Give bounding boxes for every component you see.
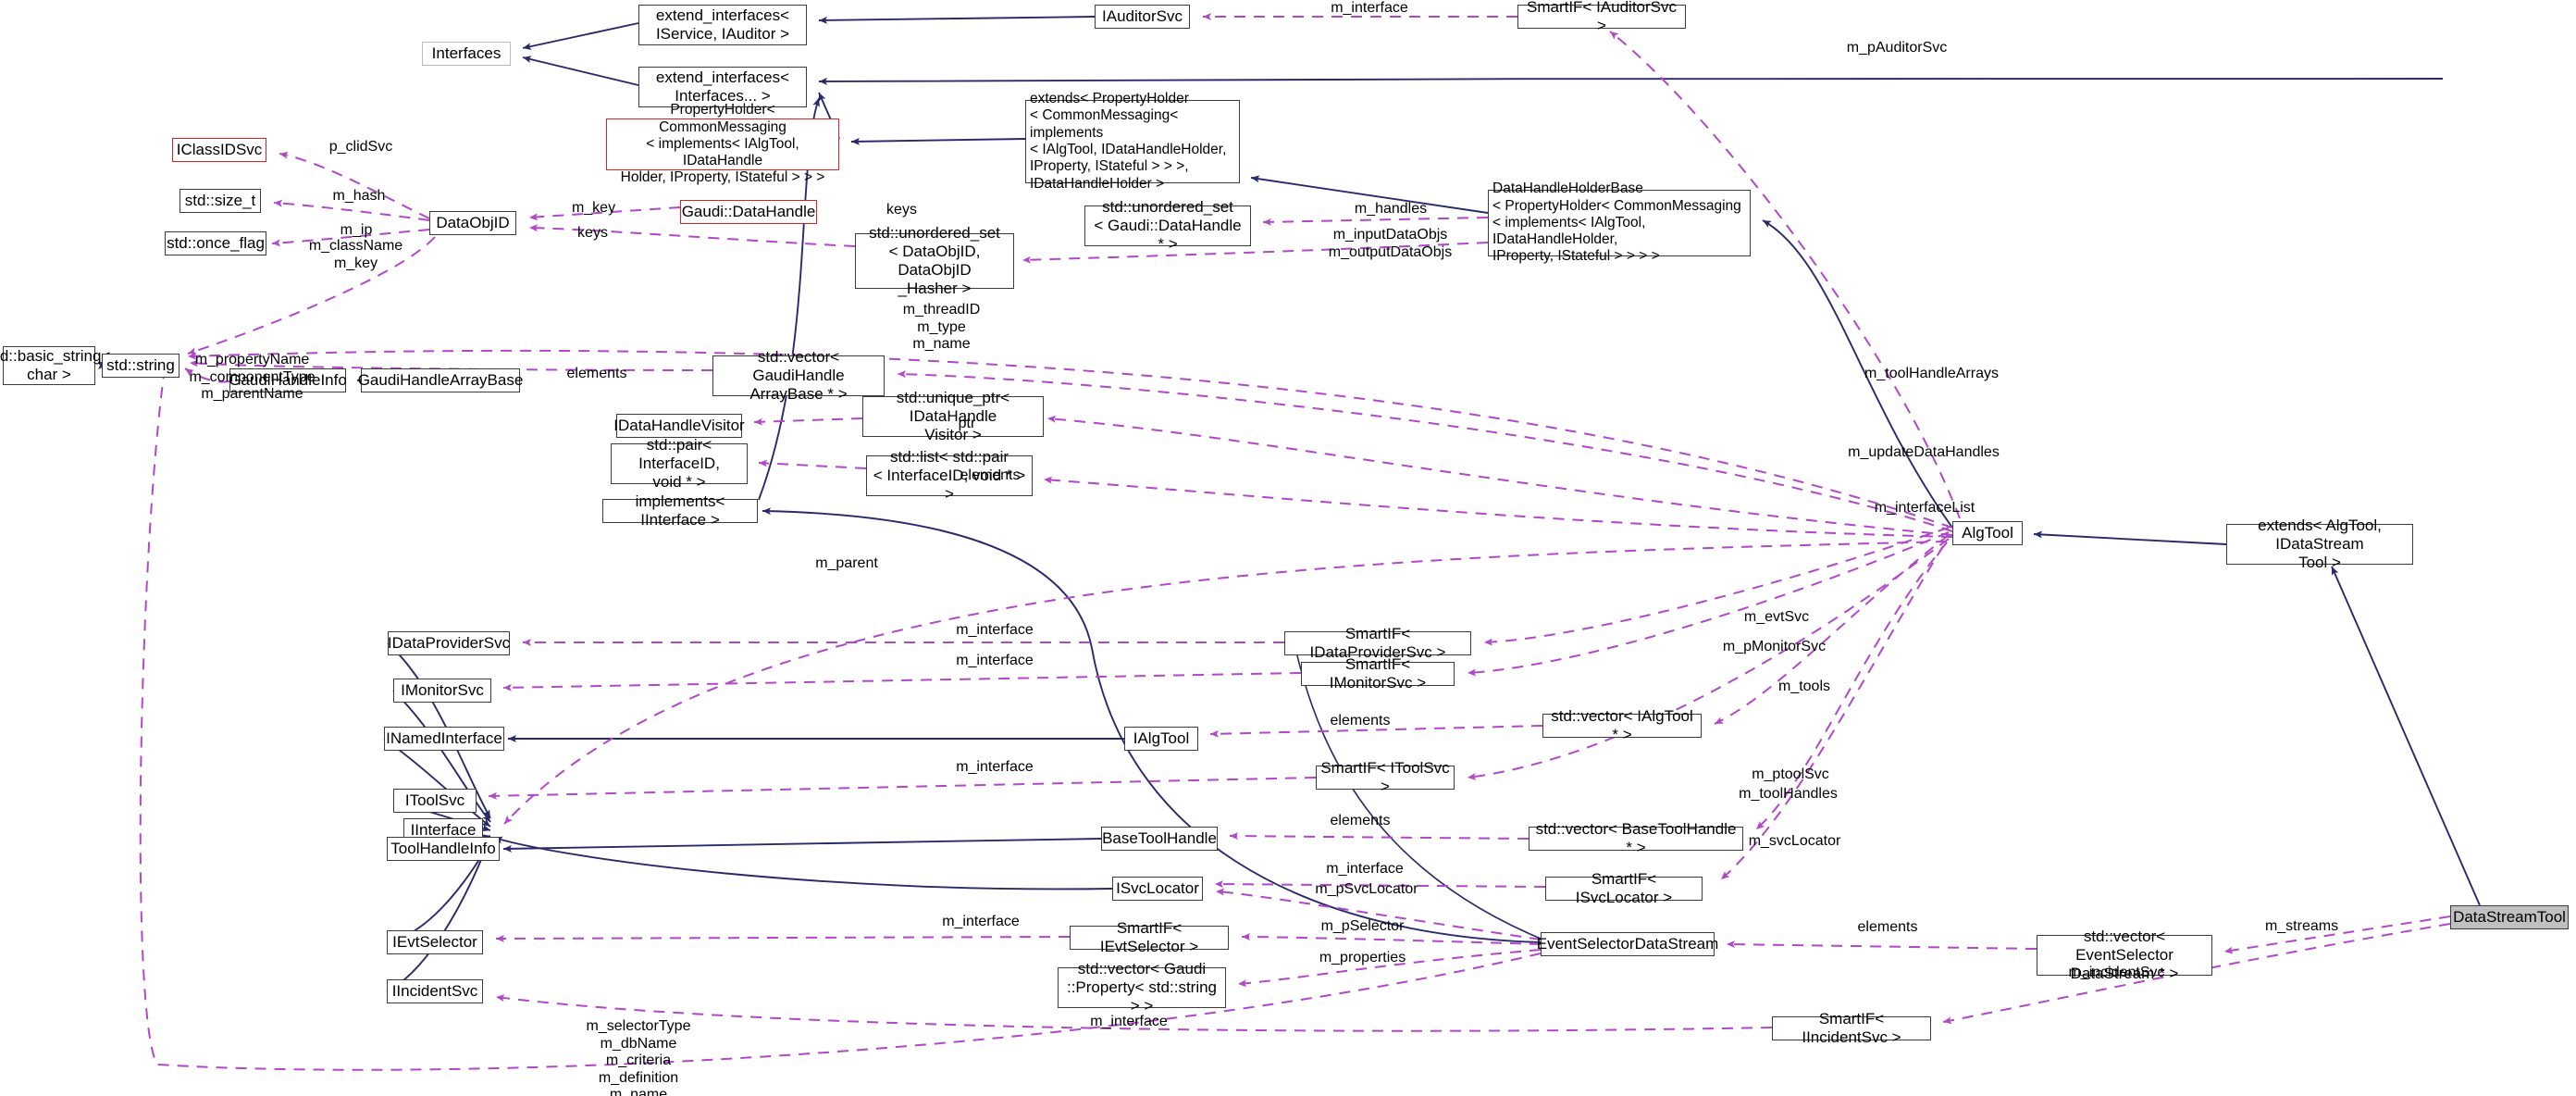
node-gaudihandlearraybase[interactable]: GaudiHandleArrayBase xyxy=(358,368,523,392)
node-smartif-ievtselector[interactable]: SmartIF< IEvtSelector > xyxy=(1070,919,1229,955)
node-gaudi-datahandle[interactable]: Gaudi::DataHandle xyxy=(680,200,817,224)
node-datastreamtool[interactable]: DataStreamTool xyxy=(2450,905,2569,929)
node-extends-propertyholder[interactable]: extends< PropertyHolder < CommonMessagin… xyxy=(1025,91,1240,192)
node-datahandleholderbase[interactable]: DataHandleHolderBase < PropertyHolder< C… xyxy=(1488,181,1751,264)
node-std-once-flag[interactable]: std::once_flag xyxy=(165,231,266,255)
edge-label-m-interface-iincidentsvc: m_interface xyxy=(1090,1014,1168,1029)
node-unordered-set-datahandle[interactable]: std::unordered_set < Gaudi::DataHandle *… xyxy=(1084,198,1251,253)
edge-label-m-input-output-dataobjs: m_inputDataObjs m_outputDataObjs xyxy=(1328,227,1453,260)
edge-label-m-interfacelist: m_interfaceList xyxy=(1874,500,1975,516)
node-propertyholder[interactable]: PropertyHolder< CommonMessaging < implem… xyxy=(606,102,839,185)
node-smartif-iauditorsvc[interactable]: SmartIF< IAuditorSvc > xyxy=(1517,0,1686,34)
node-iauditorsvc[interactable]: IAuditorSvc xyxy=(1095,5,1190,29)
node-extend-interfaces-iservice-iauditor[interactable]: extend_interfaces< IService, IAuditor > xyxy=(638,5,807,45)
node-iincidentsvc[interactable]: IIncidentSvc xyxy=(387,979,483,1003)
node-interfaces[interactable]: Interfaces xyxy=(422,42,511,66)
edge-label-ptr: ptr xyxy=(958,416,976,431)
edge-label-m-svclocator: m_svcLocator xyxy=(1748,833,1841,849)
node-idatahandlevisitor[interactable]: IDataHandleVisitor xyxy=(613,414,745,438)
node-dataobjid[interactable]: DataObjID xyxy=(429,211,516,235)
node-vector-ialgtool[interactable]: std::vector< IAlgTool * > xyxy=(1542,707,1702,743)
node-idataprovidersvc[interactable]: IDataProviderSvc xyxy=(388,631,510,655)
edge-label-m-interface-imonitorsvc: m_interface xyxy=(956,653,1034,668)
edge-label-m-interface-itoolsvc: m_interface xyxy=(956,759,1034,775)
node-vector-gaudi-property-string[interactable]: std::vector< Gaudi ::Property< std::stri… xyxy=(1058,960,1226,1015)
node-vector-basetoolhandle[interactable]: std::vector< BaseToolHandle * > xyxy=(1529,820,1743,856)
node-algtool[interactable]: AlgTool xyxy=(1952,521,2023,545)
edge-label-m-evtsvc: m_evtSvc xyxy=(1743,609,1810,625)
edge-label-m-parent-top: m_parent xyxy=(815,555,878,571)
edge-label-m-interface-auditorsvc: m_interface xyxy=(1331,0,1408,16)
edge-label-m-pselector: m_pSelector xyxy=(1320,918,1405,934)
node-smartif-imonitorsvc[interactable]: SmartIF< IMonitorSvc > xyxy=(1301,655,1455,691)
node-iclassidsvc[interactable]: IClassIDSvc xyxy=(172,138,266,162)
node-itoolsvc[interactable]: IToolSvc xyxy=(393,789,477,813)
node-extends-algtool-idatastreamtool[interactable]: extends< AlgTool, IDataStream Tool > xyxy=(2226,517,2413,571)
edge-label-elements-ialgtool: elements xyxy=(1330,713,1391,729)
edge-label-m-threadid-type-name: m_threadID m_type m_name xyxy=(902,302,981,353)
edge-label-elements-eventselectordatastream: elements xyxy=(1857,919,1918,935)
edge-label-m-hash: m_hash xyxy=(332,188,386,204)
node-smartif-itoolsvc[interactable]: SmartIF< IToolSvc > xyxy=(1316,759,1455,795)
edge-label-m-ip: m_ip xyxy=(340,222,373,238)
node-std-basic-string[interactable]: std::basic_string< char > xyxy=(0,346,111,385)
edge-label-m-updatedatahandles: m_updateDataHandles xyxy=(1848,444,2000,460)
edge-label-m-propertyname-group: m_propertyName m_componentType m_parentN… xyxy=(189,352,316,403)
node-smartif-isvclocator[interactable]: SmartIF< ISvcLocator > xyxy=(1545,870,1703,906)
node-basetoolhandle[interactable]: BaseToolHandle xyxy=(1101,827,1218,851)
node-smartif-idataprovidersvc[interactable]: SmartIF< IDataProviderSvc > xyxy=(1284,625,1471,661)
edge-label-m-selectortype-group: m_selectorType m_dbName m_criteria m_def… xyxy=(586,1018,691,1096)
edge-label-m-incidentsvc: m_incidentSvc xyxy=(2068,965,2165,980)
edge-label-keys-mid: keys xyxy=(886,202,917,218)
node-ialgtool[interactable]: IAlgTool xyxy=(1124,727,1198,751)
node-isvclocator[interactable]: ISvcLocator xyxy=(1112,877,1203,901)
edge-label-m-interface-isvclocator: m_interface xyxy=(1326,861,1404,877)
node-unordered-set-dataobjid[interactable]: std::unordered_set < DataObjID, DataObjI… xyxy=(855,224,1014,297)
node-eventselectordatastream[interactable]: EventSelectorDataStream xyxy=(1537,932,1718,956)
edge-label-m-interface-ievtselector: m_interface xyxy=(942,914,1020,929)
edge-label-p-clidsvc: p_clidSvc xyxy=(328,139,393,155)
edge-label-elements-pair: elements xyxy=(960,467,1021,483)
edge-label-m-psvclocator: m_pSvcLocator xyxy=(1315,881,1418,897)
edge-label-m-ptoolsvc: m_ptoolSvc xyxy=(1752,766,1829,782)
node-toolhandleinfo[interactable]: ToolHandleInfo xyxy=(387,837,500,861)
edge-label-elements-basetoolhandle: elements xyxy=(1330,813,1391,828)
edge-label-m-classname-m-key: m_className m_key xyxy=(308,238,403,271)
node-vector-gaudihandlearraybase[interactable]: std::vector< GaudiHandle ArrayBase * > xyxy=(712,348,885,403)
node-pair-interfaceid-void[interactable]: std::pair< InterfaceID, void * > xyxy=(611,436,748,491)
edge-label-m-interface-idataprovidersvc: m_interface xyxy=(956,622,1034,638)
edge-label-elements-gaudihandle: elements xyxy=(566,366,627,381)
edge-label-m-pauditorsvc: m_pAuditorSvc xyxy=(1846,40,1948,56)
node-std-size-t[interactable]: std::size_t xyxy=(180,189,261,213)
node-inamedinterface[interactable]: INamedInterface xyxy=(384,727,504,751)
node-imonitorsvc[interactable]: IMonitorSvc xyxy=(393,679,491,703)
node-implements-iinterface[interactable]: implements< IInterface > xyxy=(602,492,758,529)
edge-label-m-toolhandles: m_toolHandles xyxy=(1739,786,1838,802)
node-smartif-iincidentsvc[interactable]: SmartIF< IIncidentSvc > xyxy=(1772,1010,1931,1046)
node-ievtselector[interactable]: IEvtSelector xyxy=(387,930,483,954)
edge-label-m-properties: m_properties xyxy=(1319,950,1406,965)
edge-label-m-streams: m_streams xyxy=(2264,918,2339,934)
edge-label-m-key: m_key xyxy=(571,200,616,216)
edge-label-m-tools: m_tools xyxy=(1777,679,1831,694)
edge-label-m-handles: m_handles xyxy=(1354,201,1428,217)
edge-label-m-pmonitorsvc: m_pMonitorSvc xyxy=(1722,639,1827,654)
edge-label-m-toolhandlearrays: m_toolHandleArrays xyxy=(1864,366,1999,381)
edge-label-keys-left: keys xyxy=(577,225,608,241)
